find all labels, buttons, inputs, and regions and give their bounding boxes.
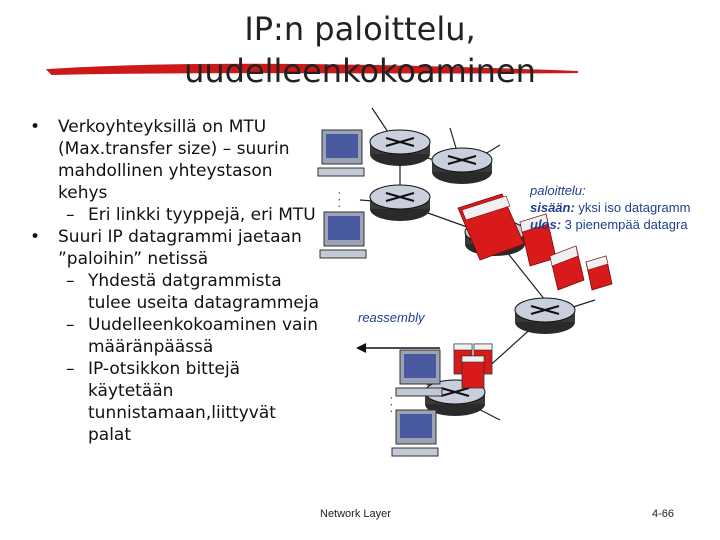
out-text: 3 pienempää datagra: [561, 217, 688, 232]
in-label: sisään:: [530, 200, 575, 215]
dash-marker: –: [66, 271, 75, 291]
bullet-text: Eri linkki tyyppejä, eri MTU: [88, 205, 316, 225]
host-computer: [391, 409, 439, 457]
reassembly-arrow: [356, 343, 440, 353]
bullet-text: IP-otsikkon bittejä käytetään tunnistama…: [88, 359, 276, 445]
router: [369, 184, 431, 221]
bullet-item: • Suuri IP datagrammi jaetaan ”paloihin” …: [24, 226, 324, 270]
bullet-text: Suuri IP datagrammi jaetaan ”paloihin” n…: [58, 227, 302, 269]
dash-marker: –: [66, 315, 75, 335]
ellipsis-dots: . . .: [329, 191, 343, 208]
bullet-list: • Verkoyhteyksillä on MTU (Max.transfer s…: [24, 116, 324, 446]
title-line-1: IP:n paloittelu,: [244, 10, 476, 48]
sub-bullet-item: –Eri linkki tyyppejä, eri MTU: [24, 204, 324, 226]
reassembled-datagrams: [453, 343, 493, 389]
host-computer: [319, 211, 367, 259]
ellipsis-dots: . . .: [381, 396, 395, 413]
dash-marker: –: [66, 205, 75, 225]
fragmentation-in: sisään: yksi iso datagramm: [530, 199, 690, 216]
router: [431, 147, 493, 184]
footer-section-title: Network Layer: [320, 508, 391, 520]
host-computer: [395, 349, 443, 397]
sub-bullet-item: –Yhdestä datgrammista tulee useita datag…: [24, 270, 324, 314]
page-title: IP:n paloittelu, uudelleenkokoaminen: [0, 8, 720, 92]
dash-marker: –: [66, 359, 75, 379]
reassembly-label: reassembly: [358, 310, 425, 325]
fragmentation-label: paloittelu: sisään: yksi iso datagramm u…: [530, 182, 690, 233]
fragment-datagrams: [519, 213, 613, 291]
bullet-text: Uudelleenkokoaminen vain määränpäässä: [88, 315, 318, 357]
bullet-marker: •: [30, 117, 41, 137]
router: [514, 297, 576, 334]
sub-bullet-item: –IP-otsikkon bittejä käytetään tunnistam…: [24, 358, 324, 446]
bullet-item: • Verkoyhteyksillä on MTU (Max.transfer s…: [24, 116, 324, 204]
bullet-marker: •: [30, 227, 41, 247]
footer-page-number: 4-66: [652, 508, 675, 520]
host-computer: [317, 129, 365, 177]
out-label: ulos:: [530, 217, 562, 232]
title-line-2: uudelleenkokoaminen: [184, 52, 536, 90]
bullet-text: Verkoyhteyksillä on MTU (Max.transfer si…: [58, 117, 290, 203]
in-text: yksi iso datagramm: [574, 200, 691, 215]
fragmentation-header: paloittelu:: [530, 183, 586, 198]
bullet-text: Yhdestä datgrammista tulee useita datagr…: [88, 271, 319, 313]
large-datagram: [457, 193, 525, 261]
title-strike-line: [45, 63, 579, 76]
sub-bullet-item: –Uudelleenkokoaminen vain määränpäässä: [24, 314, 324, 358]
router: [369, 129, 431, 166]
fragmentation-out: ulos: 3 pienempää datagra: [530, 216, 690, 233]
